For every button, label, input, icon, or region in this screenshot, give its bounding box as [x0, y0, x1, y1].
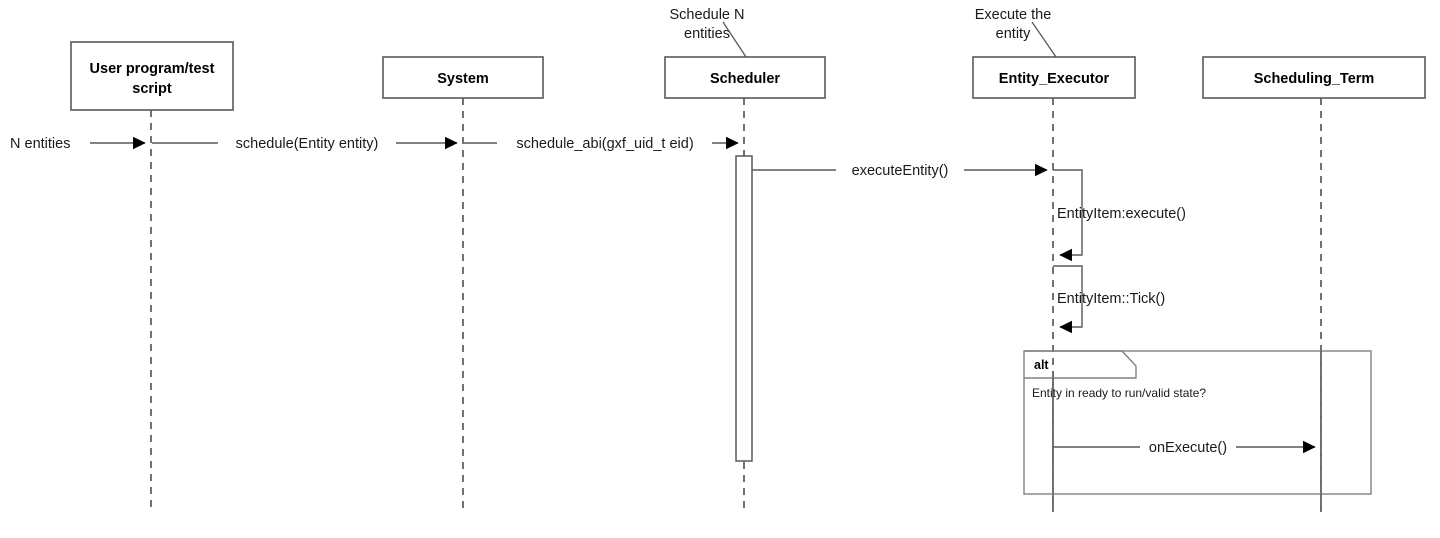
message-entityitem-tick[interactable]: EntityItem::Tick() — [1053, 265, 1165, 334]
fragment-alt-frame[interactable] — [1023, 350, 1372, 495]
participant-system-box[interactable] — [382, 56, 544, 99]
fragment-alt-operator-label: alt — [1034, 358, 1049, 372]
message-schedule-abi-label-backdrop — [497, 132, 712, 152]
message-entityitem-execute-arrow[interactable] — [1053, 169, 1083, 262]
participant-system-label: System — [437, 71, 489, 87]
note-scheduler-line-2: entities — [684, 26, 730, 42]
message-schedule-abi[interactable]: schedule_abi(gxf_uid_t eid) — [464, 132, 739, 152]
note-scheduler-line-1: Schedule N — [670, 7, 745, 23]
message-schedule-abi-label: schedule_abi(gxf_uid_t eid) — [516, 136, 693, 152]
activation-bar-scheduler — [735, 155, 753, 462]
note-scheduler: Schedule N entities — [670, 7, 747, 58]
fragment-alt-operator-tab — [1024, 350, 1137, 379]
message-execute-entity-label: executeEntity() — [852, 163, 949, 179]
participant-scheduler-box[interactable] — [664, 56, 826, 99]
message-entityitem-tick-label: EntityItem::Tick() — [1057, 291, 1165, 307]
note-scheduler-leader-line — [722, 21, 747, 58]
participant-user-box[interactable] — [70, 41, 234, 111]
message-schedule-label-backdrop — [218, 132, 396, 152]
note-executor-leader-line — [1031, 21, 1057, 58]
participant-system[interactable]: System — [382, 56, 544, 99]
participant-user-label-line1: User program/test — [90, 61, 215, 77]
message-entityitem-tick-arrow[interactable] — [1053, 265, 1083, 334]
fragment-alt-guard-label: Entity in ready to run/valid state? — [1032, 386, 1206, 400]
message-entityitem-execute[interactable]: EntityItem:execute() — [1053, 169, 1186, 262]
participant-executor[interactable]: Entity_Executor — [972, 56, 1136, 99]
message-on-execute[interactable]: onExecute() — [1053, 436, 1316, 456]
participant-scheduler[interactable]: Scheduler — [664, 56, 826, 99]
message-n-entities[interactable]: N entities — [10, 136, 146, 152]
note-executor-line-2: entity — [996, 26, 1031, 42]
participant-term-label: Scheduling_Term — [1254, 71, 1375, 87]
message-entityitem-execute-label: EntityItem:execute() — [1057, 206, 1186, 222]
message-n-entities-label: N entities — [10, 136, 70, 152]
note-executor: Execute the entity — [975, 7, 1057, 58]
message-execute-entity[interactable]: executeEntity() — [752, 159, 1048, 179]
message-schedule[interactable]: schedule(Entity entity) — [152, 132, 458, 152]
fragment-alt[interactable]: alt Entity in ready to run/valid state? — [1023, 350, 1372, 495]
participant-user[interactable]: User program/test script — [70, 41, 234, 111]
message-on-execute-label: onExecute() — [1149, 440, 1227, 456]
participant-user-label-line2: script — [132, 81, 172, 97]
participant-scheduler-label: Scheduler — [710, 71, 780, 87]
participant-executor-box[interactable] — [972, 56, 1136, 99]
message-on-execute-label-backdrop — [1140, 436, 1236, 456]
participant-term[interactable]: Scheduling_Term — [1202, 56, 1426, 99]
message-schedule-label: schedule(Entity entity) — [236, 136, 379, 152]
note-executor-line-1: Execute the — [975, 7, 1052, 23]
participant-executor-label: Entity_Executor — [999, 71, 1110, 87]
participant-term-box[interactable] — [1202, 56, 1426, 99]
message-execute-entity-label-backdrop — [836, 159, 964, 179]
